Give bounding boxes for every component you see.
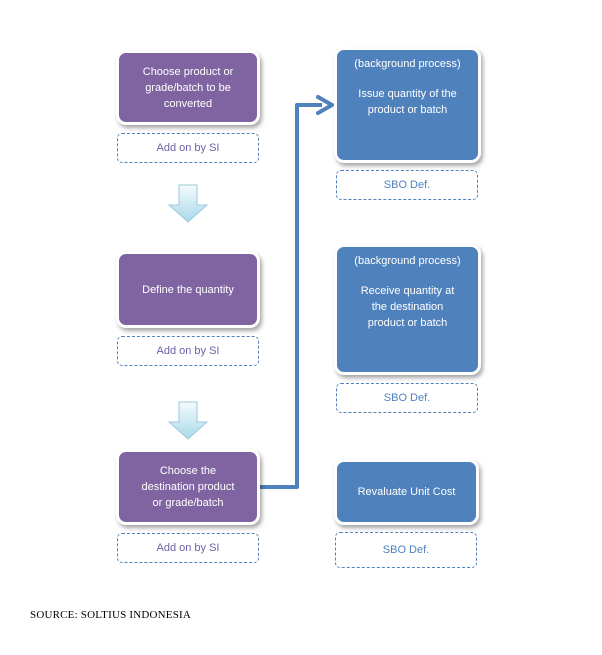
step3-line-1: Choose the — [159, 465, 217, 477]
process2-line-2: the destination — [371, 301, 444, 313]
connector-arrowhead — [316, 95, 334, 115]
process1-note: SBO Def. — [336, 170, 478, 200]
down-arrow-1-icon — [167, 184, 209, 223]
step3-note: Add on by SI — [117, 533, 259, 563]
step-define-quantity: Define the quantity — [116, 251, 260, 328]
process-receive-quantity: (background process) Receive quantity at… — [334, 244, 481, 375]
process-revaluate-unit-cost: Revaluate Unit Cost — [334, 459, 479, 525]
process2-note: SBO Def. — [336, 383, 478, 413]
source-caption: SOURCE: SOLTIUS INDONESIA — [30, 609, 192, 621]
step3-line-2: destination product — [141, 481, 235, 493]
step2-line-1: Define the quantity — [142, 283, 234, 296]
step-choose-source-product: Choose product or grade/batch to be conv… — [116, 50, 260, 125]
process2-header: (background process) — [354, 255, 461, 267]
process2-line-1: Receive quantity at — [360, 285, 455, 297]
process3-line-1: Revaluate Unit Cost — [357, 486, 456, 498]
connector-line — [259, 103, 322, 489]
step2-note: Add on by SI — [117, 336, 259, 366]
down-arrow-2-icon — [167, 401, 209, 440]
step1-note: Add on by SI — [117, 133, 259, 163]
process1-line-1: Issue quantity of the — [358, 88, 457, 100]
step3-line-3: or grade/batch — [152, 497, 224, 509]
process3-note: SBO Def. — [335, 532, 477, 568]
process2-line-3: product or batch — [367, 317, 448, 329]
step1-line-2: grade/batch to be — [145, 81, 231, 94]
step1-line-3: converted — [163, 97, 213, 110]
step-choose-destination-product: Choose the destination product or grade/… — [116, 449, 260, 525]
process1-line-2: product or batch — [367, 104, 448, 116]
step1-line-1: Choose product or — [142, 65, 234, 78]
process-issue-quantity: (background process) Issue quantity of t… — [334, 47, 481, 163]
process1-header: (background process) — [354, 58, 461, 70]
